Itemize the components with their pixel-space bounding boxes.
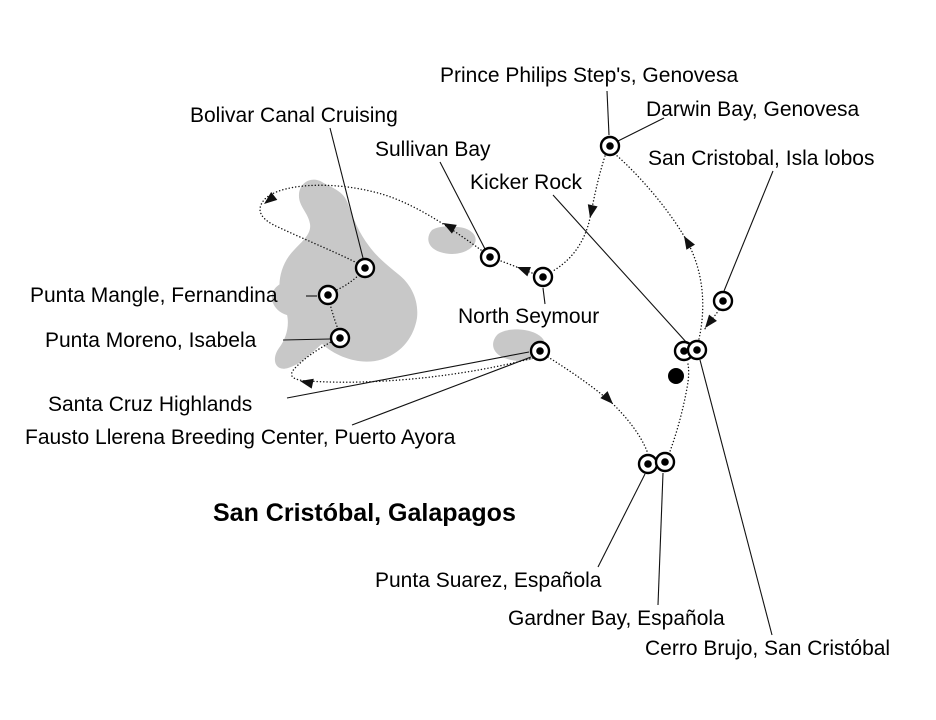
marker-genovesa: [599, 135, 621, 157]
leader-cerro-brujo: [699, 359, 773, 636]
leader-layer: [282, 90, 774, 636]
route-arrow: [300, 378, 314, 389]
label-punta-mangle-fernandina: Punta Mangle, Fernandina: [30, 284, 278, 307]
route-espanola-san-cristobal: [668, 363, 690, 455]
label-santa-cruz-highlands: Santa Cruz Highlands: [48, 393, 253, 416]
marker-punta-moreno: [329, 327, 351, 349]
marker-port-san-cristobal: [668, 368, 684, 384]
route-arrow: [443, 223, 457, 234]
leader-darwin-bay: [617, 117, 665, 142]
leader-north-seymour: [542, 287, 546, 305]
route-punta-mangle-punta-moreno: [329, 303, 339, 330]
label-cerro-brujo-san-cristobal: Cerro Brujo, San Cristóbal: [645, 637, 891, 660]
route-arrow: [517, 266, 531, 277]
route-arrow: [600, 391, 613, 404]
island-santiago: [428, 226, 476, 254]
island-isabela: [274, 179, 418, 369]
route-arrow: [705, 314, 717, 328]
route-arrow: [264, 192, 278, 204]
route-arrow: [587, 204, 598, 218]
label-fausto-llerena-breeding-center: Fausto Llerena Breeding Center, Puerto A…: [25, 426, 456, 449]
leader-sullivan: [439, 161, 486, 250]
label-prince-philips-steps-genovesa: Prince Philips Step's, Genovesa: [440, 64, 739, 87]
label-kicker-rock: Kicker Rock: [470, 171, 583, 194]
label-punta-suarez-espanola: Punta Suarez, Española: [375, 569, 602, 592]
label-darwin-bay-genovesa: Darwin Bay, Genovesa: [646, 98, 860, 121]
leader-bolivar: [329, 127, 364, 259]
marker-layer: [317, 135, 734, 475]
leader-kicker-rock: [552, 194, 688, 344]
label-gardner-bay-espanola: Gardner Bay, Española: [508, 607, 725, 630]
arrow-layer: [264, 192, 717, 404]
leader-santa-cruz-highlands: [286, 351, 530, 399]
leader-gardner-bay: [657, 472, 664, 606]
marker-north-seymour: [532, 266, 554, 288]
leader-punta-suarez: [597, 473, 646, 568]
leader-isla-lobos: [723, 170, 774, 292]
route-arrow: [684, 236, 695, 250]
marker-san-cristobal-east: [686, 339, 708, 361]
island-layer: [271, 179, 546, 369]
marker-sullivan-bay: [479, 246, 501, 268]
marker-punta-suarez: [637, 453, 659, 475]
route-san-cristobal-genovesa: [614, 153, 704, 340]
label-san-cristobal-isla-lobos: San Cristobal, Isla lobos: [648, 147, 875, 170]
island-fernandina: [271, 280, 316, 317]
label-sullivan-bay: Sullivan Bay: [375, 138, 491, 161]
marker-bolivar-canal: [354, 257, 376, 279]
marker-gardner-bay: [654, 451, 676, 473]
label-punta-moreno-isabela: Punta Moreno, Isabela: [45, 329, 257, 352]
route-santa-cruz-espanola: [547, 356, 649, 455]
label-bolivar-canal-cruising: Bolivar Canal Cruising: [190, 104, 398, 127]
leader-punta-moreno: [282, 338, 331, 341]
label-port-san-cristobal-galapagos: San Cristóbal, Galapagos: [213, 499, 516, 527]
marker-punta-mangle: [317, 284, 339, 306]
route-bolivar-punta-mangle: [333, 274, 360, 292]
route-north-seymour-sullivan: [500, 260, 533, 274]
label-north-seymour: North Seymour: [458, 305, 600, 328]
leader-prince-philips: [606, 90, 610, 136]
marker-isla-lobos: [712, 290, 734, 312]
marker-santa-cruz: [529, 340, 551, 362]
leader-fausto: [351, 356, 532, 426]
